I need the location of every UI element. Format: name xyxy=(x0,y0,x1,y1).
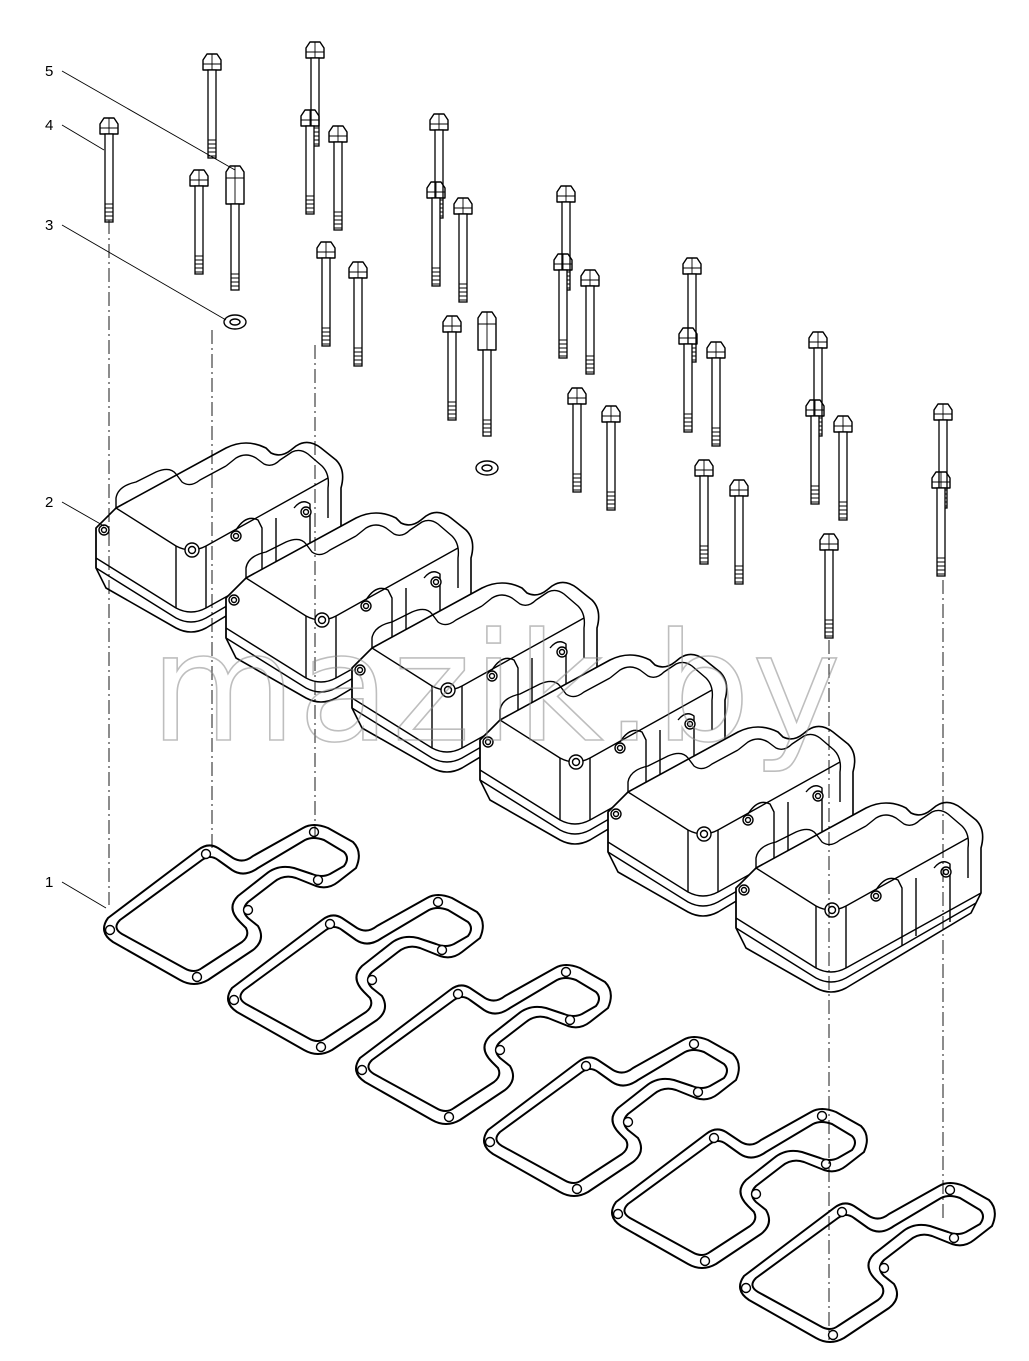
gasket xyxy=(355,964,612,1125)
bolt xyxy=(931,471,951,577)
gasket xyxy=(103,824,360,985)
bolt xyxy=(833,415,853,521)
bolt xyxy=(348,261,368,367)
callout-number-4: 4 xyxy=(45,117,53,134)
bolt xyxy=(694,459,714,565)
callout-number-1: 1 xyxy=(45,874,53,891)
bolt xyxy=(328,125,348,231)
bolt xyxy=(189,169,209,275)
gasket xyxy=(739,1182,996,1343)
stud-spacer xyxy=(477,311,497,437)
washer xyxy=(475,460,499,476)
callouts: 5 4 3 2 1 xyxy=(45,63,236,909)
bolt xyxy=(580,269,600,375)
gasket xyxy=(483,1036,740,1197)
bolt xyxy=(99,117,119,223)
bolt xyxy=(202,53,222,159)
bolt xyxy=(442,315,462,421)
bolt xyxy=(678,327,698,433)
bolt xyxy=(300,109,320,215)
stud-spacer xyxy=(225,165,245,291)
bolt xyxy=(567,387,587,493)
bolt xyxy=(453,197,473,303)
bolt xyxy=(729,479,749,585)
bolt xyxy=(805,399,825,505)
callout-number-3: 3 xyxy=(45,217,53,234)
bolt xyxy=(426,181,446,287)
bolt xyxy=(706,341,726,447)
callout-number-2: 2 xyxy=(45,494,53,511)
assembly-center-lines xyxy=(108,220,944,1340)
bolt xyxy=(601,405,621,511)
watermark-text: mazik.by xyxy=(150,602,843,776)
callout-number-5: 5 xyxy=(45,63,53,80)
bolt xyxy=(316,241,336,347)
gasket xyxy=(227,894,484,1055)
washer xyxy=(223,314,247,330)
bolt xyxy=(553,253,573,359)
